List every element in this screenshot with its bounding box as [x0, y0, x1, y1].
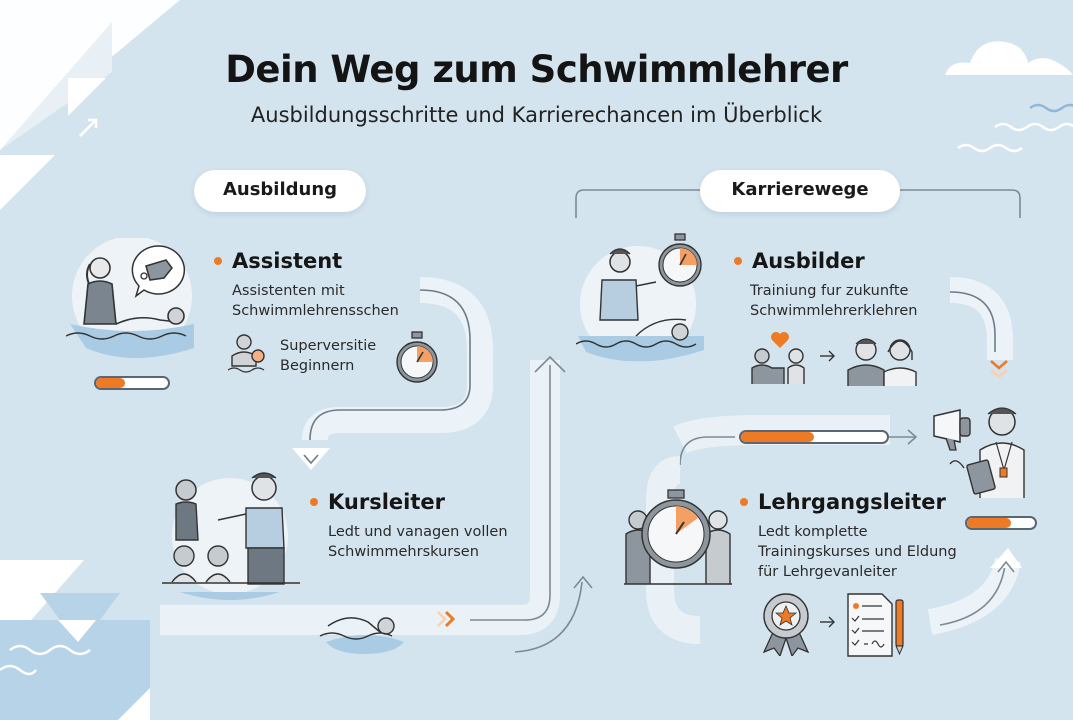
assistent-description: Assistenten mit Schwimmlehrensschen: [232, 283, 399, 319]
assistent-title: Assistent: [232, 249, 343, 273]
bullet-dot: [734, 257, 742, 265]
megaphone-icon: [930, 408, 976, 454]
lehrgangsleiter-title: Lehrgangsleiter: [758, 490, 946, 514]
double-chevron-right-icon: [436, 608, 458, 630]
progress-fill: [967, 518, 1012, 528]
lehrgangsleiter-top-progress-bar: [739, 430, 889, 444]
arrow-right-icon: [818, 614, 838, 628]
trainee-pair-icon: [844, 332, 920, 388]
ausbilder-heading: Ausbilder: [734, 249, 865, 273]
assistent-illustration: [65, 236, 196, 368]
bullet-dot: [740, 498, 748, 506]
award-ribbon-icon: [760, 590, 812, 658]
page-title: Dein Weg zum Schwimmlehrer: [225, 48, 848, 91]
assistent-progress-bar: [94, 376, 170, 390]
assistent-heading: Assistent: [214, 249, 342, 273]
section-label-ausbildung: Ausbildung: [194, 170, 366, 212]
ausbilder-description: Trainiung fur zukunfte Schwimmlehrerkleh…: [750, 283, 918, 319]
mentoring-heart-icon: [748, 330, 812, 386]
assistent-sub-item: Superversitie Beginnern: [280, 338, 377, 374]
arrow-right-icon: [818, 348, 838, 362]
stopwatch-icon: [656, 232, 704, 288]
section-label-karrierewege: Karrierewege: [700, 170, 900, 212]
bullet-dot: [310, 498, 318, 506]
kursleiter-title: Kursleiter: [328, 490, 445, 514]
lehrgangsleiter-description: Ledt komplette Trainingskurses und Eldun…: [758, 524, 957, 580]
whistle-bubble: [128, 242, 186, 298]
swimmer-icon: [318, 604, 404, 654]
progress-fill: [741, 432, 814, 442]
whistle-icon: [131, 245, 186, 298]
kursleiter-description: Ledt und vanagen vollen Schwimmehrskurse…: [328, 524, 508, 560]
supervising-beginner-icon: [226, 330, 272, 376]
kursleiter-illustration: [160, 470, 300, 600]
bullet-dot: [214, 257, 222, 265]
stopwatch-icon: [394, 330, 440, 384]
stopwatch-team-icon: [624, 488, 732, 588]
course-leader-icon: [946, 404, 1038, 500]
page-subtitle: Ausbildungsschritte und Karrierechancen …: [250, 103, 823, 127]
lehrgangsleiter-progress-bar: [965, 516, 1037, 530]
instructor-swimmer-icon: [65, 236, 194, 358]
lehrgangsleiter-heading: Lehrgangsleiter: [740, 490, 946, 514]
kursleiter-heading: Kursleiter: [310, 490, 445, 514]
instructor-group-icon: [162, 472, 300, 600]
ausbilder-title: Ausbilder: [752, 249, 865, 273]
checklist-document-icon: [846, 592, 910, 658]
progress-fill: [96, 378, 125, 388]
double-chevron-down-icon: [988, 358, 1010, 384]
